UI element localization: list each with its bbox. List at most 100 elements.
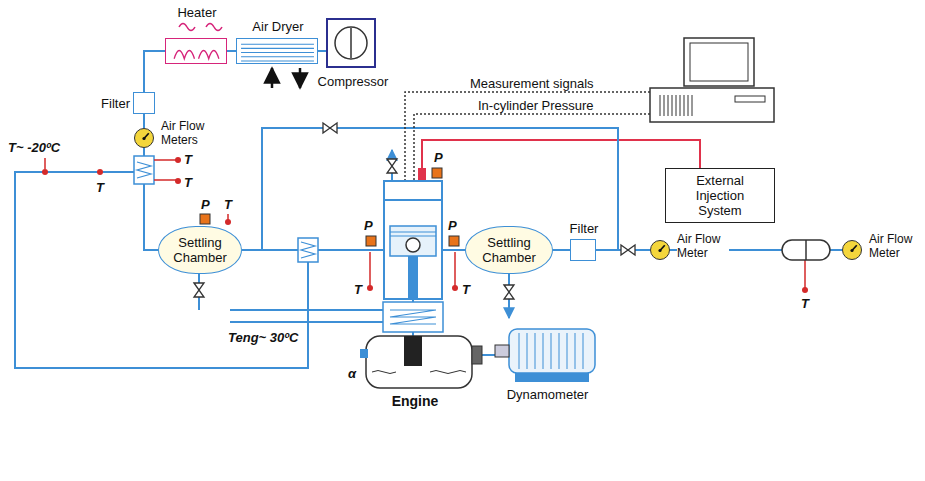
node-label: Dynamometer (495, 387, 600, 402)
flow-conditioner-divider (805, 240, 807, 260)
sensor-label: P (434, 150, 443, 165)
computer-vents (660, 95, 692, 116)
crankcase (366, 336, 472, 388)
pressure-sensor (432, 168, 442, 178)
pressure-sensor (449, 236, 459, 246)
monitor-screen (690, 43, 748, 81)
sensor-label: T (184, 152, 192, 167)
sensor-label: T (462, 282, 470, 297)
cooling-fin (567, 333, 568, 369)
node-label: Air Flow Meter (677, 232, 729, 260)
piston-rings (390, 232, 436, 236)
cooling-fin (583, 333, 584, 369)
thermocouple (225, 219, 231, 225)
drain-pipe (199, 274, 509, 318)
thermocouple (175, 178, 181, 184)
settling-chamber: Settling Chamber (158, 226, 242, 274)
oil-level (372, 371, 466, 374)
signal-line (405, 92, 650, 180)
air-dryer-box: Air Dryer (236, 38, 318, 64)
pipe-connector (443, 249, 465, 251)
cooling-fin (519, 333, 520, 369)
sensor-label: T (184, 175, 192, 190)
crank (404, 336, 422, 366)
engine-cylinder: Engine (383, 180, 443, 300)
pressure-sensor (200, 214, 210, 224)
dryer-outlet-arrow (299, 68, 302, 88)
thermocouple (175, 157, 181, 163)
valve-symbol (323, 123, 337, 133)
coolant-pipe (230, 310, 383, 322)
coolant-loop (15, 172, 308, 368)
heater-box: Heater (165, 38, 227, 64)
heat-exchanger (134, 156, 154, 184)
compressor-shaft (350, 28, 352, 58)
sensor-label: T (801, 296, 809, 311)
node-label: Air Flow Meter (869, 232, 919, 260)
valve-symbol (387, 159, 397, 173)
gauge-hub (850, 249, 853, 252)
drive-slot (735, 96, 765, 102)
node-label: Air Dryer (237, 19, 319, 34)
cooling-fin (575, 333, 576, 369)
connecting-rod (408, 256, 418, 298)
crank-angle-encoder (360, 349, 368, 358)
cooling-jacket (383, 302, 443, 332)
sensor-label: T (224, 197, 232, 212)
sensor-label: Teng~ 30ºC (228, 330, 298, 345)
dynamometer-body (509, 329, 595, 373)
sensor-label: T~ -20ºC (8, 140, 60, 155)
node-label: Air Flow Meters (161, 119, 221, 147)
node-label: Engine (365, 394, 465, 409)
dynamometer-shape (495, 325, 600, 385)
node-label: Filter (92, 96, 130, 111)
injector (418, 168, 426, 180)
engine-cylinder-shape (385, 182, 441, 298)
computer-monitor (684, 38, 754, 86)
valve-symbol (194, 283, 204, 297)
cylinder-head (385, 199, 441, 201)
thermocouple (97, 169, 103, 175)
settling-chamber: Settling Chamber (465, 226, 553, 274)
heater-box-shape (166, 39, 226, 63)
flow-meter-gauge-shape (651, 241, 669, 259)
flow-meter-gauge: Air Flow Meter (842, 240, 862, 260)
thermocouple (802, 287, 808, 293)
thermocouple-lead (45, 158, 176, 180)
heat-exchanger-coil (137, 162, 151, 178)
dynamometer: Dynamometer (495, 325, 600, 385)
node-label: Heater (156, 5, 238, 20)
pipe-connector (143, 114, 145, 128)
flow-meter-gauge: Air Flow Meter (650, 240, 670, 260)
sensor-label: T (354, 282, 362, 297)
intake-heat-exchanger (298, 238, 318, 262)
pressure-sensor (366, 236, 376, 246)
wrist-pin (406, 238, 420, 252)
pipe-connector (553, 249, 570, 251)
thermocouple-lead (228, 214, 805, 288)
shaft-coupling (472, 346, 482, 364)
node-label: Compressor (313, 74, 393, 89)
dryer-tubes (241, 44, 314, 61)
sensor-label: P (201, 197, 210, 212)
sensor-label: T (96, 180, 104, 195)
cooling-fin (535, 333, 536, 369)
thermocouple (42, 169, 48, 175)
signal-label: In-cylinder Pressure (478, 98, 594, 113)
node-label: Filter (563, 221, 605, 236)
gauge-hub (142, 137, 145, 140)
heater-coil (174, 50, 219, 58)
cooling-coil (390, 310, 436, 324)
cooling-fin (543, 333, 544, 369)
node-label: Settling Chamber (165, 235, 235, 265)
flow-meter-gauge-shape (135, 129, 153, 147)
dynamometer-base (515, 373, 589, 382)
injection-system-box: External Injection System (665, 168, 775, 223)
heater-symbol (179, 24, 222, 31)
pipe-connector (227, 50, 236, 52)
thermocouple (452, 285, 458, 291)
compressor-symbol-shape (328, 20, 374, 66)
